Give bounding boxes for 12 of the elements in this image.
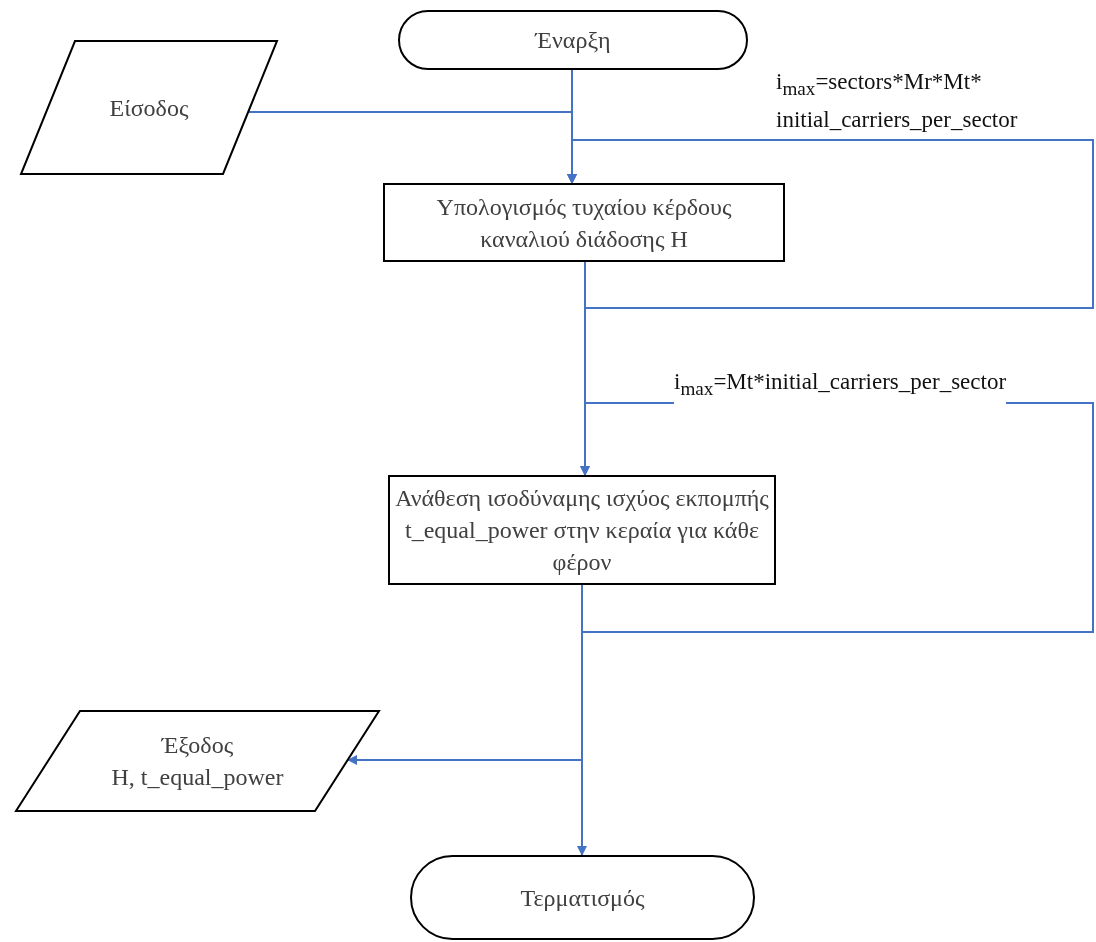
node-text: Τερματισμός bbox=[519, 883, 646, 913]
node-text: H, t_equal_power bbox=[110, 763, 285, 792]
node-text: Έξοδος bbox=[160, 731, 235, 760]
arrow bbox=[567, 139, 1094, 309]
process-box bbox=[383, 183, 785, 262]
arrow bbox=[577, 584, 587, 856]
process-box bbox=[388, 475, 776, 585]
terminal-shape bbox=[398, 10, 748, 70]
node-text: Υπολογισμός τυχαίου κέρδους καναλιού διάδοσης H bbox=[435, 192, 733, 254]
node-text: Είσοδος bbox=[108, 93, 190, 123]
node-text: Έναρξη bbox=[533, 26, 612, 55]
node-text: Ανάθεση ισοδύναμης ισχύος εκπομπής t_equal_power στην κεραία για κάθε φέρον bbox=[394, 484, 770, 577]
